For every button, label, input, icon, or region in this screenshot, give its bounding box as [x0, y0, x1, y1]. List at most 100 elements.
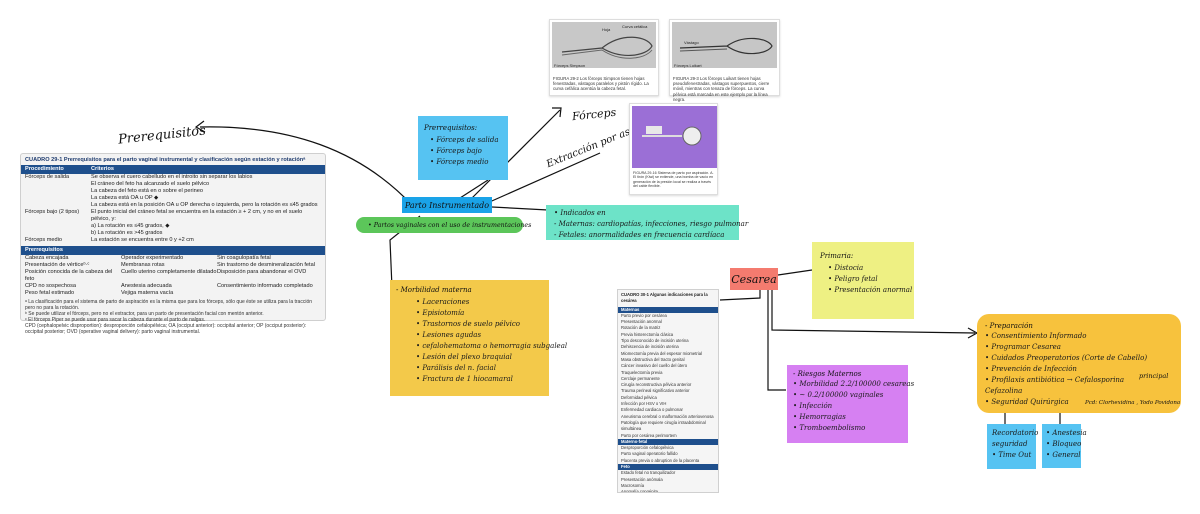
recordatorio-seguridad-note[interactable]: Recordatorio seguridad • Time Out	[987, 424, 1039, 469]
header-criterios: Criterios	[91, 166, 115, 172]
indicaciones-item: • Indicados en	[554, 209, 606, 217]
table-cell-procedimiento: Fórceps bajo (2 tipos)	[25, 209, 80, 215]
cesarea-indication-item: Cirugía reconstructiva pélvica anterior	[621, 382, 692, 388]
grid-cell: Consentimiento informado completado	[217, 283, 313, 289]
prerrequisitos-note[interactable]: Prerrequisitos: • Fórceps de salida• Fór…	[418, 116, 508, 180]
table-cell-criterio: La cabeza está en la posición OA u OP de…	[91, 202, 318, 208]
cesarea-indication-item: Cerclaje permanente	[621, 375, 660, 381]
riesgos-item: • Tromboembolismo	[793, 424, 866, 432]
recordatorio-item: Recordatorio	[992, 429, 1039, 437]
primaria-item: • Distocia	[828, 264, 864, 272]
prerequisites-table-card: CUADRO 29-1 Prerrequisitos para el parto…	[20, 153, 326, 335]
cesarea-indication-item: Anomalía congénita	[621, 489, 659, 493]
table-cell-procedimiento	[25, 181, 91, 188]
morbilidad-materna-note[interactable]: - Morbilidad materna • Laceraciones• Epi…	[390, 280, 567, 396]
partos-vaginales-pill[interactable]: • Partos vaginales con el uso de instrum…	[356, 217, 531, 233]
primaria-title: Primaria:	[820, 252, 854, 260]
link-center-to-forceps	[471, 109, 561, 199]
preparacion-item: • Prevención de Infección	[985, 365, 1077, 373]
forceps-drawing-1	[561, 36, 653, 59]
header-procedimiento: Procedimiento	[25, 166, 64, 172]
cesarea-card-section-materno-fetal: Materno-fetal	[618, 438, 718, 446]
table-cell-procedimiento	[25, 223, 91, 230]
figure-simpson-forceps: Hoja Curva cefálica Fórceps Simpson FIGU…	[549, 19, 659, 96]
table-footnote: CPD (cephalopelvic disproportion): despr…	[25, 323, 307, 335]
vacuum-drawing	[632, 106, 717, 168]
cesarea-indication-item: Tipo desconocido de incisión uterina	[621, 338, 689, 344]
table-cell-procedimiento	[25, 195, 91, 202]
grid-cell: Sin coagulopatía fetal	[217, 255, 271, 261]
anestesia-list: • Anestesia• Bloqueo• General	[1046, 428, 1087, 461]
indicaciones-item: - Fetales: anormalidades en frecuencia c…	[554, 231, 725, 239]
morbilidad-item: • Trastornos de suelo pélvico	[416, 320, 521, 328]
luikart-label: Fórceps Luikart	[674, 63, 702, 68]
morbilidad-item: • Episiotomía	[416, 309, 465, 317]
cesarea-label: Cesarea	[731, 272, 777, 286]
indicaciones-note[interactable]: • Indicados en - Maternas: cardiopatías,…	[546, 205, 749, 241]
table-cell-criterio: La estación se encuentra entre 0 y +2 cm	[91, 237, 194, 243]
cesarea-indication-item: Infección por HSV o VIH	[621, 401, 667, 407]
riesgos-title: - Riesgos Maternos	[793, 370, 862, 378]
preparacion-item: • Profilaxis antibiótica → Cefalosporina	[985, 376, 1125, 384]
figure-simpson-image	[552, 22, 656, 68]
riesgos-list: • Morbilidad 2.2/100000 cesareas • ~ 0.2…	[793, 379, 914, 434]
morbilidad-item: • Fractura de 1 hiocamaral	[416, 375, 513, 383]
arrow-prerequisitos	[194, 120, 206, 133]
cesarea-indication-item: Masa obstructiva del tracto genital	[621, 356, 685, 362]
grid-cell	[217, 290, 321, 297]
table-row: La cabeza está OA u OP ◆	[21, 195, 325, 202]
table-row: El cráneo del feto ha alcanzado el suelo…	[21, 181, 325, 188]
preparacion-item: • Cuidados Preoperatorios (Corte de Cabe…	[985, 354, 1148, 362]
grid-cell: Posición conocida de la cabeza del feto	[25, 269, 113, 282]
cesarea-indication-item: Traquelectomía previa	[621, 369, 663, 375]
recordatorio-item: seguridad	[992, 440, 1028, 448]
recordatorio-list: Recordatorio seguridad • Time Out	[992, 428, 1039, 461]
grid-cell: Presentación de vérticeᵇ·ᶜ	[25, 262, 90, 268]
figure-luikart-forceps: Vástago Fórceps Luikart FIGURA 29-3 Los …	[669, 19, 780, 102]
cesarea-indication-item: Rotación de la matriz	[621, 325, 661, 331]
primaria-list: • Distocia• Peligro fetal• Presentación …	[820, 263, 912, 296]
grid-cell: Sin trastorno de desmineralización fetal	[217, 262, 315, 268]
anestesia-note[interactable]: • Anestesia• Bloqueo• General	[1042, 424, 1087, 468]
figure-simpson-caption: FIGURA 29-2 Los fórceps Simpson tienen h…	[553, 76, 649, 92]
morbilidad-list: • Laceraciones• Episiotomía• Trastornos …	[396, 297, 567, 385]
table-cell-criterio: El cráneo del feto ha alcanzado el suelo…	[91, 181, 210, 187]
cesarea-indication-item: Presentación anormal	[621, 319, 662, 325]
link-cesarea-to-purple	[767, 280, 786, 391]
recordatorio-item: • Time Out	[992, 451, 1032, 459]
cesarea-indication-item: Dehiscencia de incisión uterina	[621, 344, 679, 350]
figure-vacuum-caption: FIGURA 29-16 Sistema de parto por aspira…	[633, 171, 714, 188]
link-center-to-teal-note	[491, 206, 549, 211]
preparacion-item: • Consentimiento Informado	[985, 332, 1087, 340]
cesarea-indication-item: Placenta previa o abruption de la placen…	[621, 457, 700, 463]
riesgos-maternos-note[interactable]: - Riesgos Maternos • Morbilidad 2.2/1000…	[787, 365, 914, 443]
grid-cell: Peso fetal estimado	[25, 290, 75, 296]
primaria-note[interactable]: Primaria: • Distocia• Peligro fetal• Pre…	[812, 242, 914, 319]
indicaciones-list: • Indicados en - Maternas: cardiopatías,…	[554, 208, 749, 241]
prerrequisitos-note-list: • Fórceps de salida• Fórceps bajo• Fórce…	[424, 135, 502, 168]
cesarea-indication-item: Parto previo por cesárea	[621, 312, 667, 318]
indicaciones-item: - Maternas: cardiopatías, infecciones, r…	[554, 220, 749, 228]
grid-cell: Operador experimentado	[121, 255, 184, 261]
morbilidad-title: - Morbilidad materna	[396, 286, 472, 294]
cesarea-indication-item: Deformidad pélvica	[621, 394, 657, 400]
grid-cell: Disposición para abandonar el OVD	[217, 269, 307, 275]
center-node-parto-instrumentado[interactable]: Parto Instrumentado	[402, 197, 492, 213]
morbilidad-item: • Lesión del plexo braquial	[416, 353, 512, 361]
table-cell-criterio: El punto inicial del cráneo fetal se enc…	[91, 209, 303, 222]
link-cesarea-to-lime	[777, 269, 813, 276]
center-node-label: Parto Instrumentado	[404, 200, 490, 210]
grid-cell: Anestesia adecuada	[121, 283, 172, 289]
table-row: La cabeza está en la posición OA u OP de…	[21, 202, 325, 209]
cesarea-indication-item: Presentación anómala	[621, 476, 663, 482]
prerrequisitos-item: • Fórceps medio	[430, 158, 489, 166]
cesarea-node[interactable]: Cesarea	[730, 268, 778, 290]
preparacion-note[interactable]: - Preparación • Consentimiento Informado…	[977, 314, 1181, 413]
table-row: La cabeza del feto está en o sobre el pe…	[21, 188, 325, 195]
table-cell-procedimiento	[25, 188, 91, 195]
cesarea-indication-item: Patología que requiere cirugía intraabdo…	[621, 419, 706, 432]
